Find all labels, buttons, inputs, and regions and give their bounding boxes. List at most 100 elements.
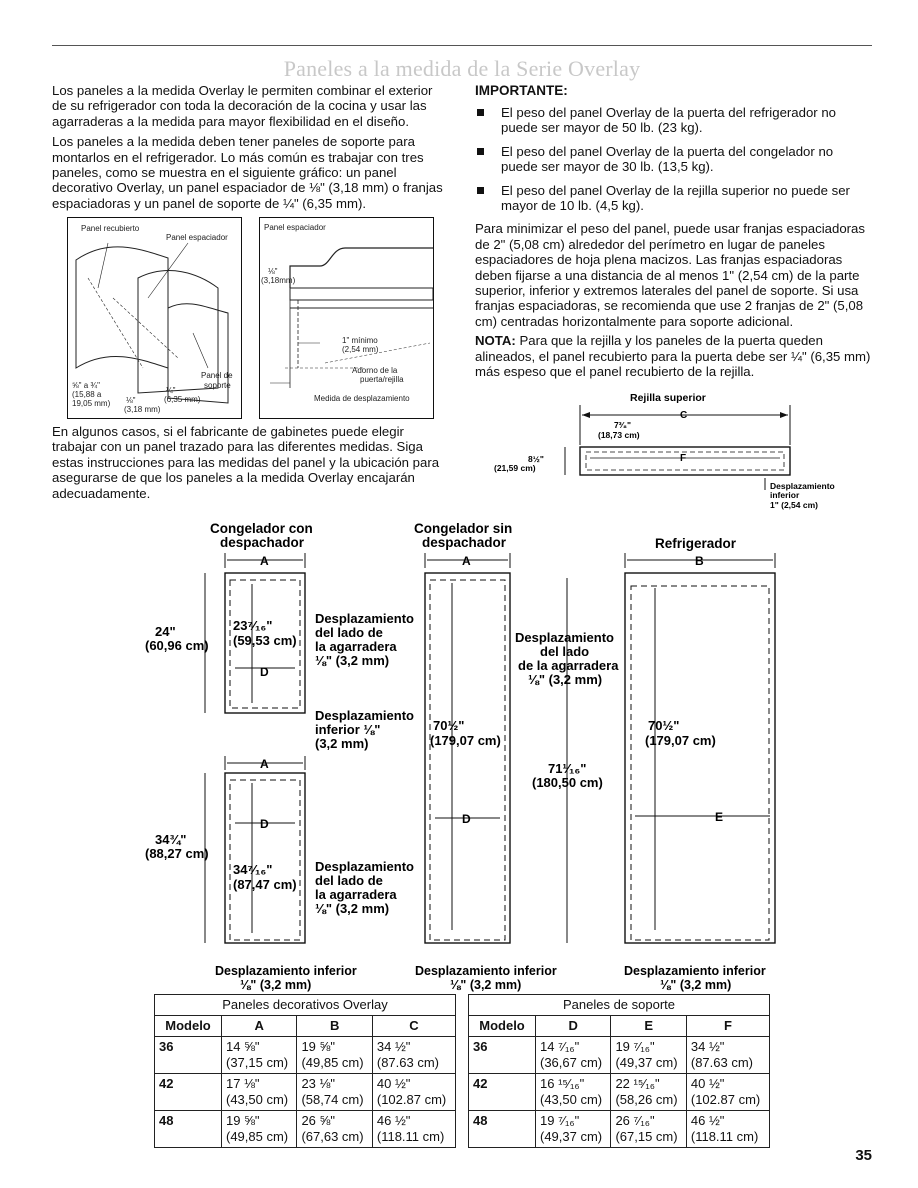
value-cell: 19 ⅝"(49,85 cm) <box>220 1110 298 1148</box>
top-rule <box>52 45 872 46</box>
page-number: 35 <box>855 1147 872 1164</box>
mid-desp-2: del lado <box>540 644 589 659</box>
col-header: B <box>296 1015 373 1037</box>
page-title: Paneles a la medida de la Serie Overlay <box>283 56 641 81</box>
bottom-dim-3: ⅛" (3,2 mm) <box>660 978 731 992</box>
dim-a-2: A <box>462 554 471 568</box>
value-cell: 23 ⅛"(58,74 cm) <box>296 1073 373 1111</box>
label-panel-espaciador-2: Panel espaciador <box>264 223 326 232</box>
mid-desp-3: de la agarradera <box>518 658 619 673</box>
bottom-label-1: Desplazamiento inferior <box>215 964 357 978</box>
dim-71: 71¹⁄₁₆" <box>548 761 586 776</box>
label-panel-espaciador: Panel espaciador <box>166 233 228 242</box>
overlay-table-title: Paneles decorativos Overlay <box>154 994 456 1016</box>
intro-text: Los paneles a la medida Overlay le permi… <box>52 83 447 211</box>
table-row: 42 17 ⅛"(43,50 cm) 23 ⅛"(58,74 cm) 40 ½"… <box>154 1073 457 1111</box>
panel-layers-figure: Panel recubierto Panel espaciador Panel … <box>67 217 242 419</box>
desp-lado-4: ⅛" (3,2 mm) <box>315 653 389 668</box>
grille-top-dim: 7³⁄₈" <box>614 420 631 430</box>
grille-drawing: Rejilla superior C 7³⁄₈" (18,73 cm) F 8½… <box>494 392 835 510</box>
label-min: 1" mínimo <box>342 336 378 345</box>
offset-figure: Panel espaciador ⅛" (3,18mm) 1" mínimo (… <box>259 217 434 419</box>
label-medida: Medida de desplazamiento <box>314 394 410 403</box>
table-row: 42 16 ¹⁵⁄₁₆"(43,50 cm) 22 ¹⁵⁄₁₆"(58,26 c… <box>468 1073 771 1111</box>
label-dim-5-8-b: (15,88 a <box>72 390 102 399</box>
col1-title-a: Congelador con <box>210 521 313 536</box>
weight-item: El peso del panel Overlay de la rejilla … <box>475 183 873 214</box>
spacer-paragraph: Para minimizar el peso del panel, puede … <box>475 221 865 329</box>
intro-paragraph-2: Los paneles a la medida deben tener pane… <box>52 134 443 211</box>
bottom-label-2: Desplazamiento inferior <box>415 964 557 978</box>
value-cell: 19 ⁷⁄₁₆"(49,37 cm) <box>610 1036 687 1074</box>
dim-70-1-b: (179,07 cm) <box>430 733 501 748</box>
label-adorno-b: puerta/rejilla <box>360 375 404 384</box>
value-cell: 16 ¹⁵⁄₁₆"(43,50 cm) <box>534 1073 612 1111</box>
offset-drawing: Panel espaciador ⅛" (3,18mm) 1" mínimo (… <box>261 223 434 403</box>
dim-d-3: D <box>462 812 471 826</box>
value-cell: 40 ½"(102.87 cm) <box>685 1073 771 1111</box>
col-header: F <box>685 1015 771 1037</box>
model-cell: 36 <box>468 1036 536 1074</box>
dim-23: 23⁷⁄₁₆" <box>233 618 272 633</box>
dim-347: 34⁷⁄₁₆" <box>233 862 272 877</box>
label-panel-recubierto: Panel recubierto <box>81 224 140 233</box>
grille-desp: Desplazamiento <box>770 481 835 491</box>
value-cell: 26 ⁷⁄₁₆"(67,15 cm) <box>610 1110 687 1148</box>
grille-inferior: inferior <box>770 490 800 500</box>
label-dim-1-8-b: (3,18 mm) <box>124 405 161 414</box>
table-row: 36 14 ⁷⁄₁₆"(36,67 cm) 19 ⁷⁄₁₆"(49,37 cm)… <box>468 1036 771 1074</box>
dim-a-3: A <box>260 757 269 771</box>
value-cell: 26 ⅝"(67,63 cm) <box>296 1110 373 1148</box>
dim-e: E <box>715 810 723 824</box>
label-dim-1-4-b: (6,35 mm) <box>164 395 201 404</box>
grille-inferior-dim: 1" (2,54 cm) <box>770 500 818 510</box>
nota-label: NOTA: <box>475 333 516 349</box>
col1-title-b: despachador <box>220 535 305 550</box>
col-header: Modelo <box>468 1015 536 1037</box>
label-dim-1-8-2b: (3,18mm) <box>261 276 296 285</box>
value-cell: 34 ½"(87.63 cm) <box>371 1036 457 1074</box>
desp-lado-1: Desplazamiento <box>315 611 414 626</box>
model-cell: 48 <box>468 1110 536 1148</box>
panel-layers-drawing: Panel recubierto Panel espaciador Panel … <box>72 224 233 414</box>
dim-71-b: (180,50 cm) <box>532 775 603 790</box>
label-panel-de: Panel de <box>201 371 233 380</box>
value-cell: 40 ½"(102.87 cm) <box>371 1073 457 1111</box>
weight-list: El peso del panel Overlay de la puerta d… <box>475 105 873 213</box>
dim-34: 34¾" <box>155 832 186 847</box>
value-cell: 34 ½"(87.63 cm) <box>685 1036 771 1074</box>
desp-lado-7: la agarradera <box>315 887 397 902</box>
importante-heading: IMPORTANTE: <box>475 83 568 98</box>
dim-23-b: (59,53 cm) <box>233 633 297 648</box>
model-cell: 42 <box>154 1073 222 1111</box>
value-cell: 14 ⅝"(37,15 cm) <box>220 1036 298 1074</box>
desp-lado-3: la agarradera <box>315 639 397 654</box>
model-cell: 48 <box>154 1110 222 1148</box>
intro-text-3: En algunos casos, si el fabricante de ga… <box>52 424 447 501</box>
desp-lado-8: ⅛" (3,2 mm) <box>315 901 389 916</box>
desp-inf-3: (3,2 mm) <box>315 736 368 751</box>
dim-d-2: D <box>260 817 269 831</box>
grille-figure: Rejilla superior C 7³⁄₈" (18,73 cm) F 8½… <box>490 390 870 515</box>
mid-desp-1: Desplazamiento <box>515 630 614 645</box>
label-min-b: (2,54 mm) <box>342 345 379 354</box>
col-header: C <box>371 1015 457 1037</box>
value-cell: 19 ⅝"(49,85 cm) <box>296 1036 373 1074</box>
dim-70-2-b: (179,07 cm) <box>645 733 716 748</box>
desp-lado-5: Desplazamiento <box>315 859 414 874</box>
weight-item: El peso del panel Overlay de la puerta d… <box>475 144 873 175</box>
grille-left-dim: 8½" <box>528 454 544 464</box>
mid-desp-4: ⅛" (3,2 mm) <box>528 672 602 687</box>
col-header: A <box>220 1015 298 1037</box>
nota-text: Para que la rejilla y los paneles de la … <box>475 333 871 380</box>
dim-24-b: (60,96 cm) <box>145 638 209 653</box>
bottom-dim-2: ⅛" (3,2 mm) <box>450 978 521 992</box>
desp-lado-6: del lado de <box>315 873 383 888</box>
grille-f-label: F <box>680 453 686 464</box>
door-panels-drawing: Congelador con despachador Congelador si… <box>145 521 776 992</box>
value-cell: 19 ⁷⁄₁₆"(49,37 cm) <box>534 1110 612 1148</box>
table-row: 48 19 ⅝"(49,85 cm) 26 ⅝"(67,63 cm) 46 ½"… <box>154 1110 457 1148</box>
table-row: 48 19 ⁷⁄₁₆"(49,37 cm) 26 ⁷⁄₁₆"(67,15 cm)… <box>468 1110 771 1148</box>
grille-left-dim-b: (21,59 cm) <box>494 463 536 473</box>
value-cell: 22 ¹⁵⁄₁₆"(58,26 cm) <box>610 1073 687 1111</box>
